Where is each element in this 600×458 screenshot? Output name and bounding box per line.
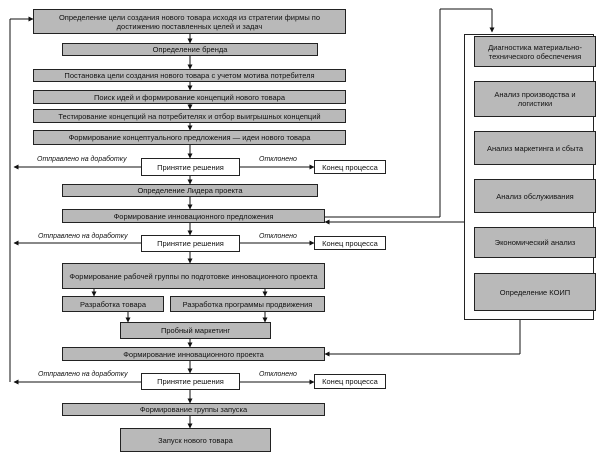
- rejected-label-3: Отклонено: [259, 371, 297, 378]
- step-define-brand: Определение бренда: [62, 43, 318, 56]
- returned-label-1: Отправлено на доработку: [37, 156, 127, 163]
- analysis-marketing-sales: Анализ маркетинга и сбыта: [474, 131, 596, 165]
- rejected-label-2: Отклонено: [259, 233, 297, 240]
- step-test-concepts: Тестирование концепций на потребителях и…: [33, 109, 346, 123]
- step-define-goal: Определение цели создания нового товара …: [33, 9, 346, 34]
- step-innovation-proposal: Формирование инновационного предложения: [62, 209, 325, 223]
- step-innovation-project: Формирование инновационного проекта: [62, 347, 325, 361]
- step-set-goal-motive: Постановка цели создания нового товара с…: [33, 69, 346, 82]
- rejected-label-1: Отклонено: [259, 156, 297, 163]
- decision-box-2: Принятие решения: [141, 235, 240, 252]
- end-process-3: Конец процесса: [314, 374, 386, 389]
- step-product-launch: Запуск нового товара: [120, 428, 271, 452]
- analysis-economic: Экономический анализ: [474, 227, 596, 258]
- returned-label-2: Отправлено на доработку: [38, 233, 128, 240]
- step-launch-group: Формирование группы запуска: [62, 403, 325, 416]
- step-product-development: Разработка товара: [62, 296, 164, 312]
- step-project-leader: Определение Лидера проекта: [62, 184, 318, 197]
- decision-box-3: Принятие решения: [141, 373, 240, 390]
- step-search-ideas: Поиск идей и формирование концепций ново…: [33, 90, 346, 104]
- returned-label-3: Отправлено на доработку: [38, 371, 128, 378]
- step-working-group: Формирование рабочей группы по подготовк…: [62, 263, 325, 289]
- analysis-service: Анализ обслуживания: [474, 179, 596, 213]
- step-pilot-marketing: Пробный маркетинг: [120, 322, 271, 339]
- analysis-production-logistics: Анализ производства и логистики: [474, 81, 596, 117]
- step-concept-proposal: Формирование концептуального предложения…: [33, 130, 346, 145]
- analysis-logistics-diagnostics: Диагностика материально-технического обе…: [474, 36, 596, 67]
- analysis-koip: Определение КОИП: [474, 273, 596, 311]
- step-promotion-program: Разработка программы продвижения: [170, 296, 325, 312]
- end-process-2: Конец процесса: [314, 236, 386, 250]
- end-process-1: Конец процесса: [314, 160, 386, 174]
- decision-box-1: Принятие решения: [141, 158, 240, 176]
